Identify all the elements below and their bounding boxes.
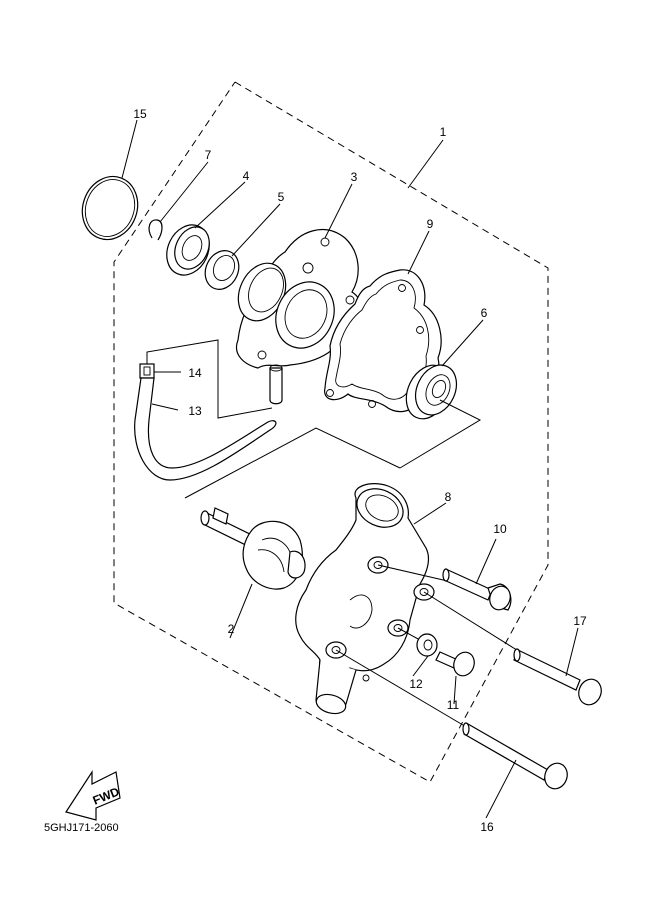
impeller-shaft-part	[200, 507, 306, 590]
o-ring-part	[81, 175, 139, 241]
part-label-12: 12	[409, 677, 423, 691]
hose-clamp-part	[139, 363, 155, 379]
hose-guide-line	[146, 339, 273, 419]
part-label-13: 13	[188, 404, 202, 418]
part-label-5: 5	[278, 190, 285, 204]
assembly-boundary	[113, 81, 549, 783]
catalog-code: 5GHJ171-2060	[44, 822, 119, 834]
part-label-11: 11	[447, 698, 460, 712]
mechanical-seal-part	[405, 364, 458, 420]
gasket-part	[324, 269, 442, 413]
washer-part	[416, 633, 438, 657]
bolt-16-part	[462, 722, 568, 790]
part-label-17: 17	[573, 614, 587, 628]
part-label-3: 3	[351, 170, 358, 184]
bolt-10-part	[442, 568, 512, 611]
water-pump-housing-part	[295, 483, 435, 715]
part-label-16: 16	[480, 820, 494, 834]
part-label-7: 7	[205, 148, 212, 162]
part-label-1: 1	[440, 125, 447, 139]
part-label-4: 4	[243, 169, 250, 183]
part-label-10: 10	[493, 522, 507, 536]
circlip-part	[148, 219, 163, 241]
housing-cover-part	[236, 229, 363, 405]
part-label-9: 9	[427, 217, 434, 231]
bolt-17-part	[513, 648, 602, 706]
part-label-8: 8	[445, 490, 452, 504]
bearing-part	[166, 224, 210, 276]
part-label-6: 6	[481, 306, 488, 320]
part-label-14: 14	[188, 366, 202, 380]
part-label-15: 15	[133, 107, 147, 121]
forward-direction-arrow-icon: FWD	[65, 769, 122, 821]
part-label-2: 2	[228, 622, 235, 636]
hose-part	[134, 377, 277, 481]
oil-seal-part	[204, 250, 240, 290]
bolt-11-part	[435, 651, 475, 677]
